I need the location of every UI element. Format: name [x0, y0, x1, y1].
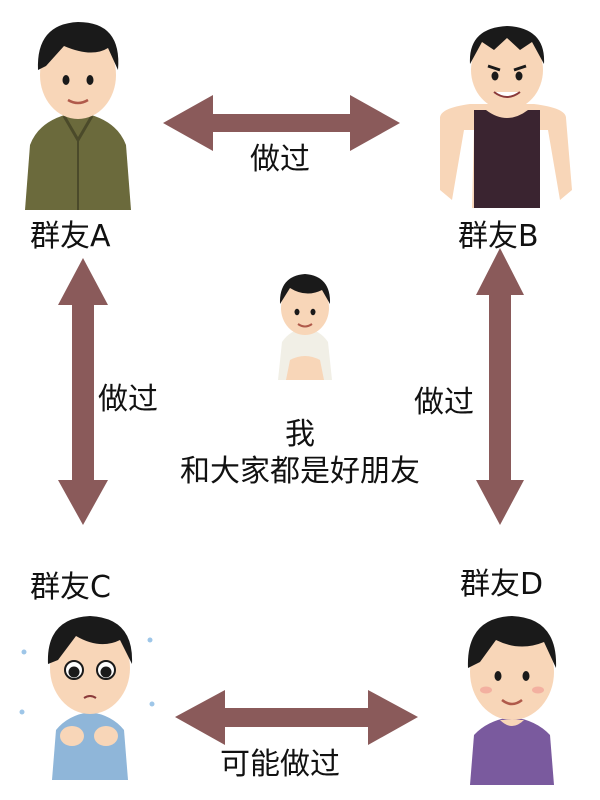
- label-edge-ac: 做过: [98, 382, 158, 417]
- double-arrow-icon: [58, 258, 108, 525]
- label-friend-a: 群友A: [30, 219, 111, 254]
- person-icon: [278, 274, 332, 380]
- person-icon: [19, 616, 155, 780]
- double-arrow-icon: [476, 248, 524, 525]
- label-edge-bd: 做过: [414, 385, 474, 420]
- label-me: 我: [285, 417, 315, 452]
- person-icon: [25, 22, 131, 210]
- double-arrow-icon: [175, 690, 418, 745]
- double-arrow-icon: [163, 95, 400, 151]
- label-edge-ab: 做过: [250, 142, 310, 177]
- label-me-caption: 和大家都是好朋友: [180, 454, 420, 489]
- label-friend-c: 群友C: [30, 570, 111, 605]
- person-icon: [467, 616, 557, 785]
- person-icon: [440, 26, 572, 208]
- label-edge-cd: 可能做过: [220, 747, 340, 782]
- label-friend-d: 群友D: [460, 567, 544, 602]
- label-friend-b: 群友B: [458, 219, 539, 254]
